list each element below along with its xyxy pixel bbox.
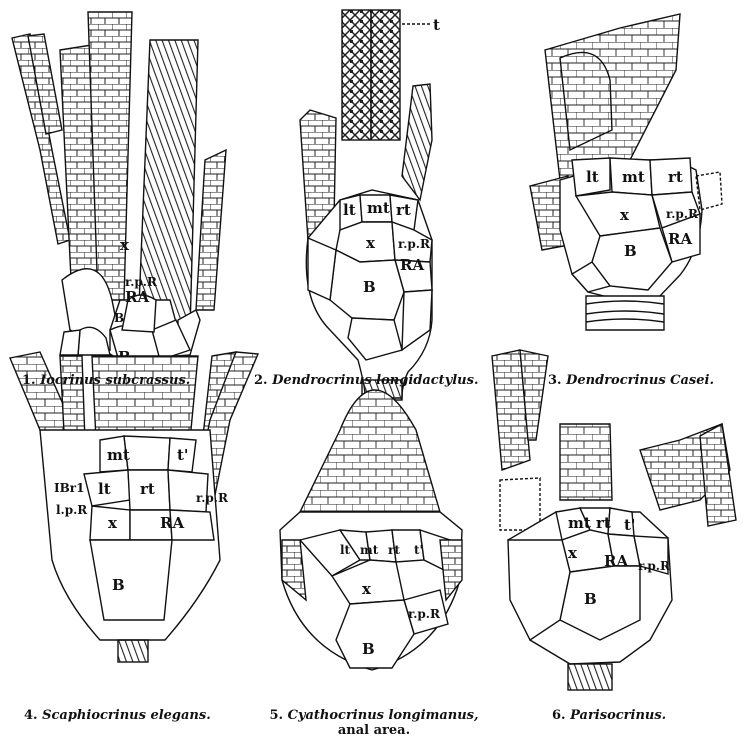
figure-6-drawing [492, 350, 736, 690]
label-t-prime: t' [414, 543, 423, 557]
label-b: B [584, 590, 597, 608]
label-rt: rt [140, 480, 155, 498]
label-rpr: r.p.R [666, 207, 699, 221]
caption-name: Dendrocrinus Casei. [566, 373, 714, 388]
label-rt: rt [668, 168, 683, 186]
label-x: x [620, 206, 630, 224]
figure-5-drawing [280, 390, 462, 670]
label-lt: lt [340, 543, 351, 557]
caption-number: 2. [254, 373, 268, 388]
caption-number: 6. [552, 708, 566, 723]
label-rpr: r.p.R [408, 607, 441, 621]
label-lt: lt [343, 201, 356, 219]
label-rt: rt [396, 201, 411, 219]
label-ra: RA [125, 288, 149, 306]
caption-figure-1: 1. Iocrinus subcrassus. [22, 373, 190, 388]
label-b: B [112, 576, 125, 594]
label-b: B [362, 640, 375, 658]
caption-name: Scaphiocrinus elegans. [42, 708, 211, 723]
caption-number: 1. [22, 373, 36, 388]
label-x: x [568, 544, 578, 562]
label-mt: mt [107, 446, 130, 464]
figure-4-drawing [10, 352, 258, 662]
label-x: x [366, 234, 376, 252]
label-rpr: r.p.R [196, 491, 229, 505]
caption-number: 3. [548, 373, 562, 388]
label-mt: mt [360, 543, 379, 557]
label-rt: rt [388, 543, 400, 557]
label-ra: RA [160, 514, 184, 532]
caption-figure-4: 4. Scaphiocrinus elegans. [24, 708, 211, 723]
label-mt: mt [622, 168, 645, 186]
label-b: B [624, 242, 637, 260]
label-b: B [363, 278, 376, 296]
caption-figure-5: 5. Cyathocrinus longimanus, anal area. [266, 708, 482, 738]
label-x: x [108, 514, 118, 532]
figure-2-drawing [300, 10, 432, 400]
label-ra: RA [604, 552, 628, 570]
label-rt: rt [596, 514, 611, 532]
caption-number: 5. [269, 708, 283, 723]
label-lt: lt [586, 168, 599, 186]
label-rpr: r.p.R [398, 237, 431, 251]
caption-name: Parisocrinus. [570, 708, 666, 723]
label-b: B [114, 311, 124, 325]
caption-number: 4. [24, 708, 38, 723]
label-mt: mt [367, 199, 390, 217]
label-rpr: r.p.R [125, 275, 158, 289]
caption-figure-3: 3. Dendrocrinus Casei. [548, 373, 714, 388]
caption-name-line-2: anal area. [338, 723, 410, 738]
label-ra: RA [400, 256, 424, 274]
caption-name: Dendrocrinus longidactylus. [272, 373, 478, 388]
caption-figure-2: 2. Dendrocrinus longidactylus. [254, 373, 478, 388]
caption-name: Cyathocrinus longimanus, [288, 708, 479, 723]
label-lpr: l.p.R [56, 503, 88, 517]
label-rpr: r.p.R [638, 559, 671, 573]
caption-name: Iocrinus subcrassus. [40, 373, 190, 388]
label-lt: lt [98, 480, 111, 498]
caption-figure-6: 6. Parisocrinus. [552, 708, 666, 723]
label-t-prime: t' [177, 446, 189, 464]
label-t-prime: t' [624, 516, 636, 534]
label-ra: RA [668, 230, 692, 248]
label-mt: mt [568, 514, 591, 532]
label-t: t [433, 16, 440, 34]
label-x: x [362, 580, 372, 598]
label-x: x [120, 236, 130, 254]
label-ibr1: IBr1 [54, 481, 84, 495]
